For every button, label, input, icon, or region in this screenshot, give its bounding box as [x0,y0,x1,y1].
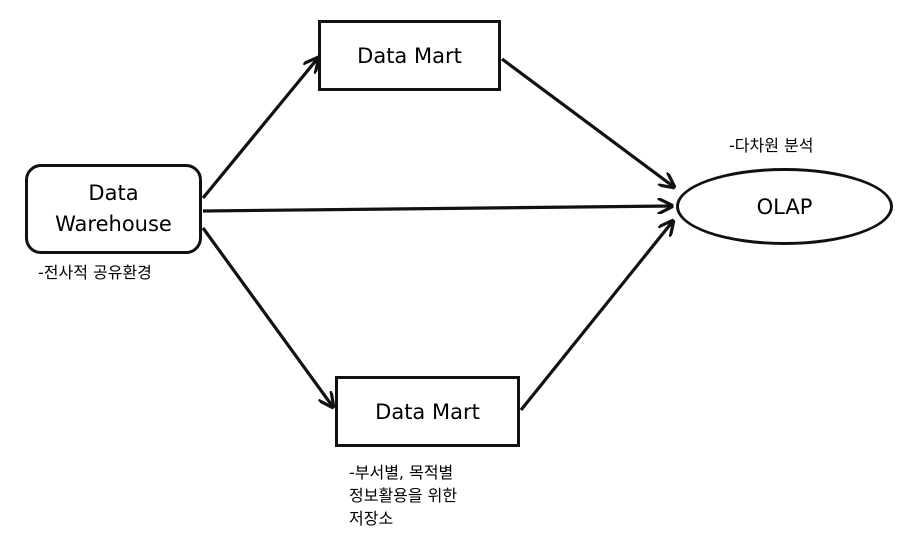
data-warehouse-node: Data Warehouse [25,164,202,254]
olap-node: OLAP [676,168,893,245]
data-mart-top-label: Data Mart [357,43,462,68]
olap-note: -다차원 분석 [729,136,814,155]
data-mart-bottom-note: -부서별, 목적별 정보활용을 위한 저장소 [349,461,457,530]
data-mart-bottom-note-line2: 정보활용을 위한 [349,486,458,505]
data-warehouse-label-line2: Warehouse [55,212,172,236]
data-mart-top-node: Data Mart [318,20,501,91]
arrow-top-mart-to-olap [501,57,674,187]
olap-label: OLAP [756,194,813,219]
arrow-warehouse-to-top-mart [201,58,318,200]
data-warehouse-label-line1: Data [88,181,139,205]
data-mart-bottom-note-line3: 저장소 [349,509,394,528]
arrow-warehouse-to-bottom-mart [201,227,333,407]
data-mart-bottom-label: Data Mart [375,399,480,424]
arrow-bottom-mart-to-olap [519,221,673,412]
warehouse-note: -전사적 공유환경 [38,263,152,282]
data-mart-bottom-node: Data Mart [335,376,520,447]
arrow-warehouse-to-olap [202,206,672,211]
data-mart-bottom-note-line1: -부서별, 목적별 [349,463,454,482]
